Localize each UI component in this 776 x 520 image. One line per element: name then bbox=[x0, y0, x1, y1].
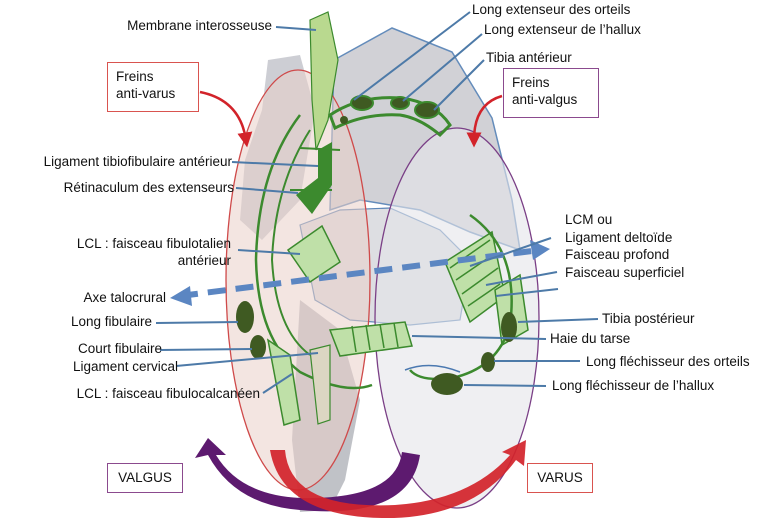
label-tibia-anterieur: Tibia antérieur bbox=[486, 50, 572, 65]
valgus-curved-arrow bbox=[195, 438, 420, 512]
label-court-fibulaire: Court fibulaire bbox=[77, 341, 162, 356]
label-lcm-1: LCM ou bbox=[565, 212, 613, 227]
label-haie-tarse: Haie du tarse bbox=[550, 331, 631, 346]
freins-anti-varus-line2: anti-varus bbox=[116, 86, 176, 101]
anti-valgus-ellipse bbox=[374, 127, 540, 509]
label-ligament-tibiofibulaire: Ligament tibiofibulaire antérieur bbox=[43, 154, 232, 169]
lcl-fibulocalcaneen-shape bbox=[266, 338, 301, 426]
small-tendon bbox=[340, 116, 348, 124]
court-fibulaire-muscle bbox=[250, 335, 266, 359]
freins-anti-valgus-box: Freins anti-valgus bbox=[503, 68, 599, 118]
medial-base bbox=[404, 364, 461, 373]
label-retinaculum: Rétinaculum des extenseurs bbox=[63, 180, 234, 195]
lcl-fibulotalien-shape bbox=[286, 224, 341, 284]
extensor-band bbox=[328, 96, 452, 138]
label-faisceau-profond: Faisceau profond bbox=[565, 247, 670, 262]
freins-anti-varus-box: Freins anti-varus bbox=[107, 62, 199, 112]
anti-valgus-arrow bbox=[466, 94, 503, 148]
label-axe-talocrural: Axe talocrural bbox=[83, 290, 166, 305]
label-ligament-cervical: Ligament cervical bbox=[72, 359, 178, 374]
label-tibia-posterieur: Tibia postérieur bbox=[602, 311, 695, 326]
axe-arrow-right bbox=[530, 240, 550, 260]
long-fibulaire-muscle bbox=[236, 301, 254, 333]
label-lcl-fibulotalien-2: antérieur bbox=[177, 253, 231, 268]
label-lcm-2: Ligament deltoïde bbox=[565, 230, 673, 245]
varus-label: VARUS bbox=[537, 470, 583, 485]
medial-loop bbox=[409, 213, 513, 381]
deltoid-lines bbox=[449, 239, 501, 307]
varus-curved-arrow bbox=[270, 440, 526, 519]
label-long-extenseur-hallux: Long extenseur de l’hallux bbox=[484, 22, 641, 37]
tibia-anterieur-tendon bbox=[414, 101, 440, 119]
flechisseur-hallux-muscle bbox=[431, 373, 463, 395]
label-long-fibulaire: Long fibulaire bbox=[70, 314, 152, 329]
valgus-box: VALGUS bbox=[107, 463, 183, 493]
extenseur-orteils-tendon bbox=[350, 95, 374, 111]
label-long-extenseur-orteils: Long extenseur des orteils bbox=[472, 2, 631, 17]
freins-anti-valgus-line1: Freins bbox=[512, 75, 550, 90]
label-faisceau-superficiel: Faisceau superficiel bbox=[565, 265, 685, 280]
label-long-flechisseur-hallux: Long fléchisseur de l’hallux bbox=[552, 378, 715, 393]
varus-box: VARUS bbox=[527, 463, 593, 493]
flechisseur-orteils-muscle bbox=[481, 352, 495, 372]
leader-lines bbox=[155, 11, 599, 394]
tibia-posterieur-muscle bbox=[501, 312, 517, 342]
ligament-cervical-shape bbox=[309, 344, 331, 425]
label-long-flechisseur-orteils: Long fléchisseur des orteils bbox=[586, 354, 750, 369]
retinaculum-loop bbox=[254, 114, 373, 390]
haie-tarse-lines bbox=[351, 322, 399, 353]
axe-talocrural-line bbox=[179, 247, 541, 299]
valgus-label: VALGUS bbox=[118, 470, 172, 485]
label-lcl-fibulotalien-1: LCL : faisceau fibulotalien bbox=[76, 236, 231, 251]
axe-arrow-left bbox=[170, 286, 192, 306]
anti-varus-arrow bbox=[199, 90, 253, 148]
label-lcl-fibulocalcaneen: LCL : faisceau fibulocalcanéen bbox=[76, 386, 260, 401]
freins-anti-valgus-line2: anti-valgus bbox=[512, 92, 578, 107]
interosseous-membrane bbox=[309, 11, 339, 151]
ligament-tibiofibulaire-shape bbox=[296, 142, 332, 214]
label-membrane-interosseuse: Membrane interosseuse bbox=[127, 18, 272, 33]
freins-anti-varus-line1: Freins bbox=[116, 69, 154, 84]
